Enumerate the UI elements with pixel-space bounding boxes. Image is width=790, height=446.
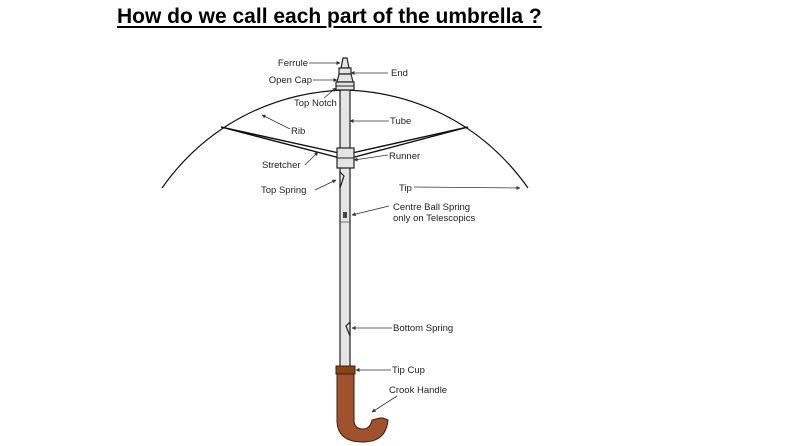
bottom-spring-label: Bottom Spring (393, 323, 453, 334)
centre-ball-spring-label-line2: only on Telescopics (393, 213, 475, 224)
right-stretcher (350, 126, 469, 159)
tip-cup-label: Tip Cup (392, 365, 425, 376)
tip-cup-part (335, 365, 356, 375)
tip-label: Tip (399, 183, 412, 194)
top-spring-label: Top Spring (261, 185, 306, 196)
left-rib (220, 126, 340, 154)
end-label: End (391, 68, 408, 79)
ferrule-part (340, 57, 350, 69)
rib-label: Rib (291, 126, 305, 137)
bottom-spring-part (345, 320, 351, 337)
crook-handle-part (336, 373, 389, 443)
runner-label: Runner (389, 151, 420, 162)
left-stretcher (220, 126, 341, 159)
tube-label: Tube (390, 116, 411, 127)
ferrule-label: Ferrule (278, 58, 308, 69)
end-part (338, 67, 352, 75)
page-title: How do we call each part of the umbrella… (117, 5, 542, 28)
crook-handle-label: Crook Handle (389, 385, 447, 396)
right-rib (351, 126, 469, 154)
open-cap-part (336, 73, 354, 83)
centre-ball-spring-part (343, 212, 347, 218)
open-cap-label: Open Cap (269, 75, 312, 86)
centre-ball-spring-label-line1: Centre Ball Spring (393, 202, 470, 213)
top-spring-part (339, 170, 345, 189)
top-notch-label: Top Notch (294, 98, 337, 109)
stretcher-label: Stretcher (262, 160, 301, 171)
